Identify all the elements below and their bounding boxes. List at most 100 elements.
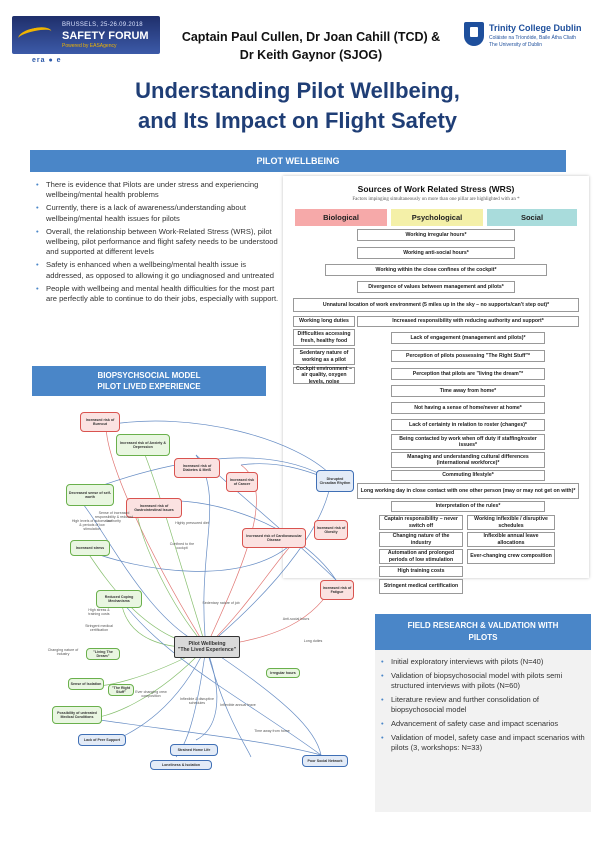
wrs-cell: Inflexible annual leave allocations: [467, 532, 555, 547]
diagram-node: Increased risk of Fatigue: [320, 580, 354, 600]
tcd-subtitle: The University of Dublin: [489, 42, 543, 48]
bullet-item: Overall, the relationship between Work-R…: [36, 227, 282, 258]
diagram-node: Lack of Peer Support: [78, 734, 126, 746]
diagram-node: "The Right Stuff": [108, 684, 134, 696]
diagram-node: Inflexible annual leave: [220, 702, 256, 707]
wrs-cell: Cockpit environment – air quality, oxyge…: [293, 366, 355, 385]
lived-experience-diagram: Increased risk of Burnout Increased risk…: [46, 400, 366, 770]
model-heading-line-1: BIOPSYCHSOCIAL MODEL: [97, 371, 201, 380]
diagram-node: Increased risk of Gastrointestinal Issue…: [126, 498, 182, 518]
wrs-cell: Stringent medical certification: [379, 579, 463, 594]
lived-experience-center-node: Pilot Wellbeing "The Lived Experience": [174, 636, 240, 658]
wrs-cell: Lack of certainty in relation to roster …: [391, 419, 545, 431]
title-line-2: and Its Impact on Flight Safety: [137, 108, 458, 133]
forum-swoosh-icon: [16, 24, 54, 46]
field-research-bullets: Initial exploratory interviews with pilo…: [381, 657, 586, 757]
authors: Captain Paul Cullen, Dr Joan Cahill (TCD…: [170, 28, 452, 64]
wrs-panel: Sources of Work Related Stress (WRS) Fac…: [283, 176, 589, 578]
diagram-node: Increased risk of Cancer: [226, 472, 258, 492]
wrs-cell: Being contacted by work when off duty if…: [391, 434, 545, 450]
wrs-cell: High training costs: [379, 566, 463, 577]
wrs-cell: Working within the close confines of the…: [325, 264, 547, 276]
diagram-node: Highly pressured diet: [175, 520, 209, 525]
diagram-node: Strained Home Life: [170, 744, 218, 756]
category-social: Social: [487, 209, 577, 226]
diagram-node: Decreased sense of self-worth: [66, 484, 114, 506]
pilot-wellbeing-bullets: There is evidence that Pilots are under …: [36, 180, 282, 307]
diagram-node: Changing nature of Industry: [47, 647, 79, 656]
center-node-line-2: "The Lived Experience": [177, 647, 237, 653]
forum-logo-date: BRUSSELS, 25-26.09.2018: [62, 22, 143, 28]
wrs-cell: Ever-changing crew composition: [467, 549, 555, 564]
forum-brand-banner: BRUSSELS, 25-26.09.2018 SAFETY FORUM Pow…: [12, 16, 160, 54]
sponsor-logos: era ● e: [32, 57, 62, 64]
diagram-node: Disrupted Circadian Rhythm: [316, 470, 354, 492]
wrs-cell: Unnatural location of work environment (…: [293, 298, 579, 312]
diagram-node: Poor Social Network: [302, 755, 348, 767]
wrs-cell: Commuting lifestyle*: [391, 470, 545, 481]
diagram-node: Time away from home: [254, 728, 290, 733]
category-psychological: Psychological: [391, 209, 483, 226]
wrs-cell: Working anti-social hours*: [357, 247, 515, 259]
wrs-cell: Long working day in close contact with o…: [357, 483, 579, 499]
diagram-node: Stringent medical certification: [85, 623, 113, 632]
diagram-node: Inflexible & disruptive schedules: [180, 696, 214, 705]
wrs-cell: Divergence of values between management …: [357, 281, 515, 293]
wrs-cell: Not having a sense of home/never at home…: [391, 402, 545, 414]
diagram-node: "Living The Dream": [86, 648, 120, 660]
diagram-node: Confined to the cockpit: [169, 541, 195, 550]
wrs-cell: Difficulties accessing fresh, healthy fo…: [293, 329, 355, 346]
diagram-node: High stress & training costs: [88, 607, 110, 616]
wrs-cell: Working irregular hours*: [357, 229, 515, 241]
diagram-node: Increased risk of Burnout: [80, 412, 120, 432]
diagram-node: Anti-social hours: [282, 616, 310, 621]
bullet-item: Validation of model, safety case and imp…: [381, 733, 586, 753]
tcd-logo: Trinity College Dublin Coláiste na Tríon…: [464, 20, 590, 60]
wrs-cell: Time away from home*: [391, 385, 545, 397]
model-heading-line-2: PILOT LIVED EXPERIENCE: [97, 382, 201, 391]
wrs-cell: Increased responsibility with reducing a…: [357, 316, 579, 327]
wrs-cell: Changing nature of the industry: [379, 532, 463, 547]
pilot-wellbeing-heading: PILOT WELLBEING: [30, 150, 566, 172]
category-biological: Biological: [295, 209, 387, 226]
biopsychosocial-heading: BIOPSYCHSOCIAL MODEL PILOT LIVED EXPERIE…: [32, 366, 266, 396]
diagram-node: Possibility of untreated Medical Conditi…: [52, 706, 102, 724]
safety-forum-logo: BRUSSELS, 25-26.09.2018 SAFETY FORUM Pow…: [12, 16, 160, 70]
diagram-node: Reduced Coping Mechanisms: [96, 590, 142, 608]
diagram-node: Ever changing crew composition: [135, 689, 167, 698]
diagram-node: Loneliness & Isolation: [150, 760, 212, 770]
forum-logo-name: SAFETY FORUM: [62, 30, 149, 42]
diagram-node: Increased stress: [70, 540, 110, 556]
wrs-title: Sources of Work Related Stress (WRS): [357, 184, 515, 194]
wrs-cell: Lack of engagement (management and pilot…: [391, 332, 545, 344]
title-line-1: Understanding Pilot Wellbeing,: [135, 78, 460, 103]
tcd-crest-icon: [464, 22, 484, 46]
bullet-item: Safety is enhanced when a wellbeing/ment…: [36, 260, 282, 280]
poster-title: Understanding Pilot Wellbeing, and Its I…: [0, 76, 595, 136]
wrs-cell: Interpretation of the rules*: [391, 501, 545, 512]
diagram-node: Increased risk of Obesity: [314, 520, 348, 540]
diagram-node: Irregular hours: [266, 668, 300, 678]
diagram-node: Long duties: [303, 638, 323, 643]
authors-line-2: Dr Keith Gaynor (SJOG): [239, 48, 383, 62]
diagram-node: Increased risk of Anxiety & Depression: [116, 434, 170, 456]
wrs-cell: Perception of pilots possessing "The Rig…: [391, 350, 545, 362]
bullet-item: Initial exploratory interviews with pilo…: [381, 657, 586, 667]
bullet-item: Literature review and further consolidat…: [381, 695, 586, 715]
authors-line-1: Captain Paul Cullen, Dr Joan Cahill (TCD…: [181, 30, 441, 44]
wrs-cell: Sedentary nature of working as a pilot: [293, 348, 355, 365]
bullet-item: Currently, there is a lack of awareness/…: [36, 203, 282, 223]
diagram-node: Sedentary nature of job: [202, 600, 240, 605]
wrs-cell: Perception that pilots are "living the d…: [391, 368, 545, 380]
wrs-cell: Working long duties: [293, 316, 355, 327]
diagram-node: High levels of automation & periods of l…: [71, 518, 113, 532]
field-heading-line-2: PILOTS: [468, 633, 498, 642]
tcd-irish-name: Coláiste na Tríonóide, Baile Átha Cliath: [489, 35, 576, 41]
bullet-item: People with wellbeing and mental health …: [36, 284, 282, 304]
wrs-cell: Automation and prolonged periods of low …: [379, 549, 463, 564]
center-node-line-1: Pilot Wellbeing: [188, 641, 226, 647]
wrs-cell: Working inflexible / disruptive schedule…: [467, 515, 555, 530]
diagram-node: Sense of increased responsibility & redu…: [94, 510, 134, 524]
diagram-node: Sense of Isolation: [68, 678, 104, 690]
tcd-name: Trinity College Dublin: [489, 23, 582, 33]
